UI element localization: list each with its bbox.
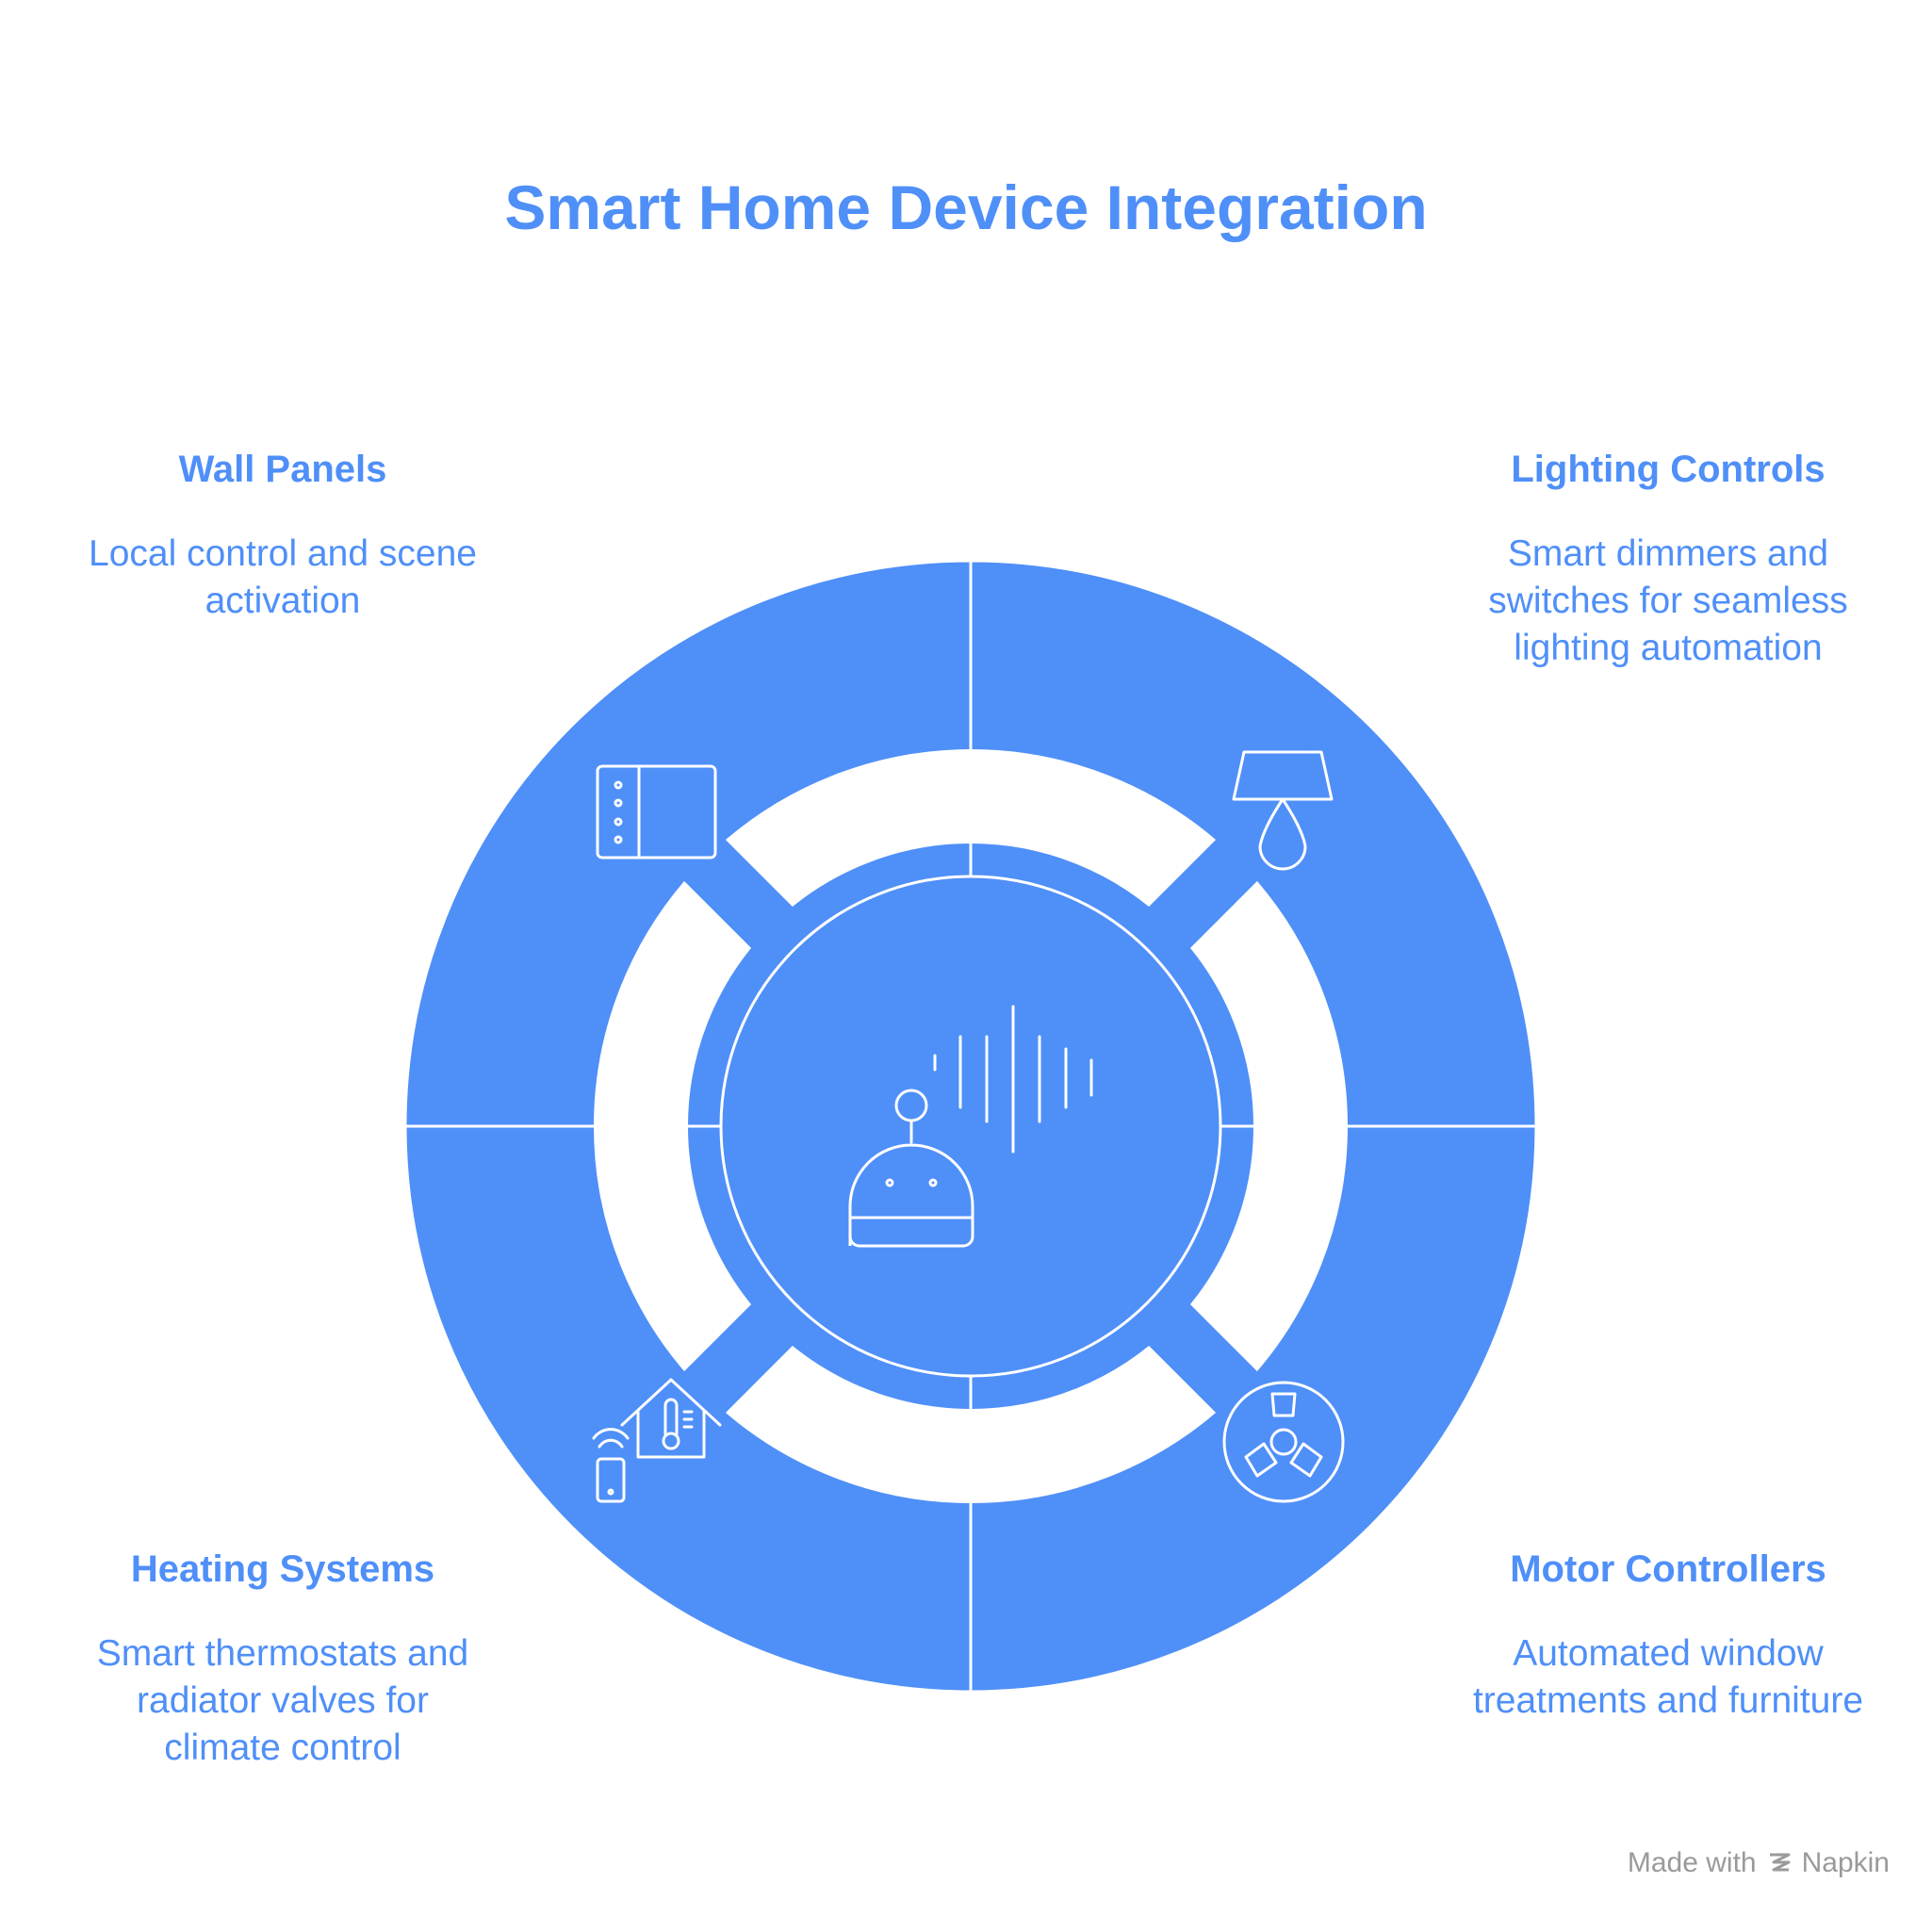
desc-line: Smart dimmers and [1507,533,1829,574]
desc-line: switches for seamless [1488,581,1848,621]
motor-controllers-heading: Motor Controllers [1510,1548,1826,1590]
desc-line: Smart thermostats and [96,1633,469,1674]
motor-controllers-block: Motor Controllers Automated window treat… [1414,1546,1923,1725]
napkin-brand: Napkin [1766,1847,1890,1879]
made-with-napkin-footer: Made with Napkin [1628,1847,1890,1879]
heating-systems-heading: Heating Systems [130,1548,435,1590]
desc-line: Automated window [1513,1633,1824,1674]
heating-systems-description: Smart thermostats and radiator valves fo… [38,1630,528,1772]
diagram-title: Smart Home Device Integration [504,172,1428,242]
desc-line: radiator valves for [137,1680,429,1721]
desc-line: activation [205,581,361,621]
fan-icon [1222,1381,1345,1503]
house-thermometer-icon [592,1378,722,1503]
desc-line: treatments and furniture [1472,1680,1864,1721]
lamp-icon [1232,750,1334,871]
wall-panels-description: Local control and scene activation [38,531,528,625]
robot-voice-assistant-icon [848,1005,1093,1248]
napkin-brand-label: Napkin [1801,1847,1890,1878]
desc-line: lighting automation [1514,628,1823,668]
lighting-controls-block: Lighting Controls Smart dimmers and swit… [1414,446,1923,672]
wall-panel-icon [596,764,717,860]
heating-systems-block: Heating Systems Smart thermostats and ra… [38,1546,528,1772]
center-hub [719,875,1222,1378]
made-with-label: Made with [1627,1847,1757,1878]
lighting-controls-heading: Lighting Controls [1511,449,1826,490]
desc-line: climate control [164,1727,401,1768]
napkin-logo-icon [1769,1853,1791,1872]
wall-panels-block: Wall Panels Local control and scene acti… [38,446,528,625]
motor-controllers-description: Automated window treatments and furnitur… [1414,1630,1923,1725]
wall-panels-heading: Wall Panels [178,449,387,490]
lighting-controls-description: Smart dimmers and switches for seamless … [1414,531,1923,672]
desc-line: Local control and scene [89,533,477,574]
